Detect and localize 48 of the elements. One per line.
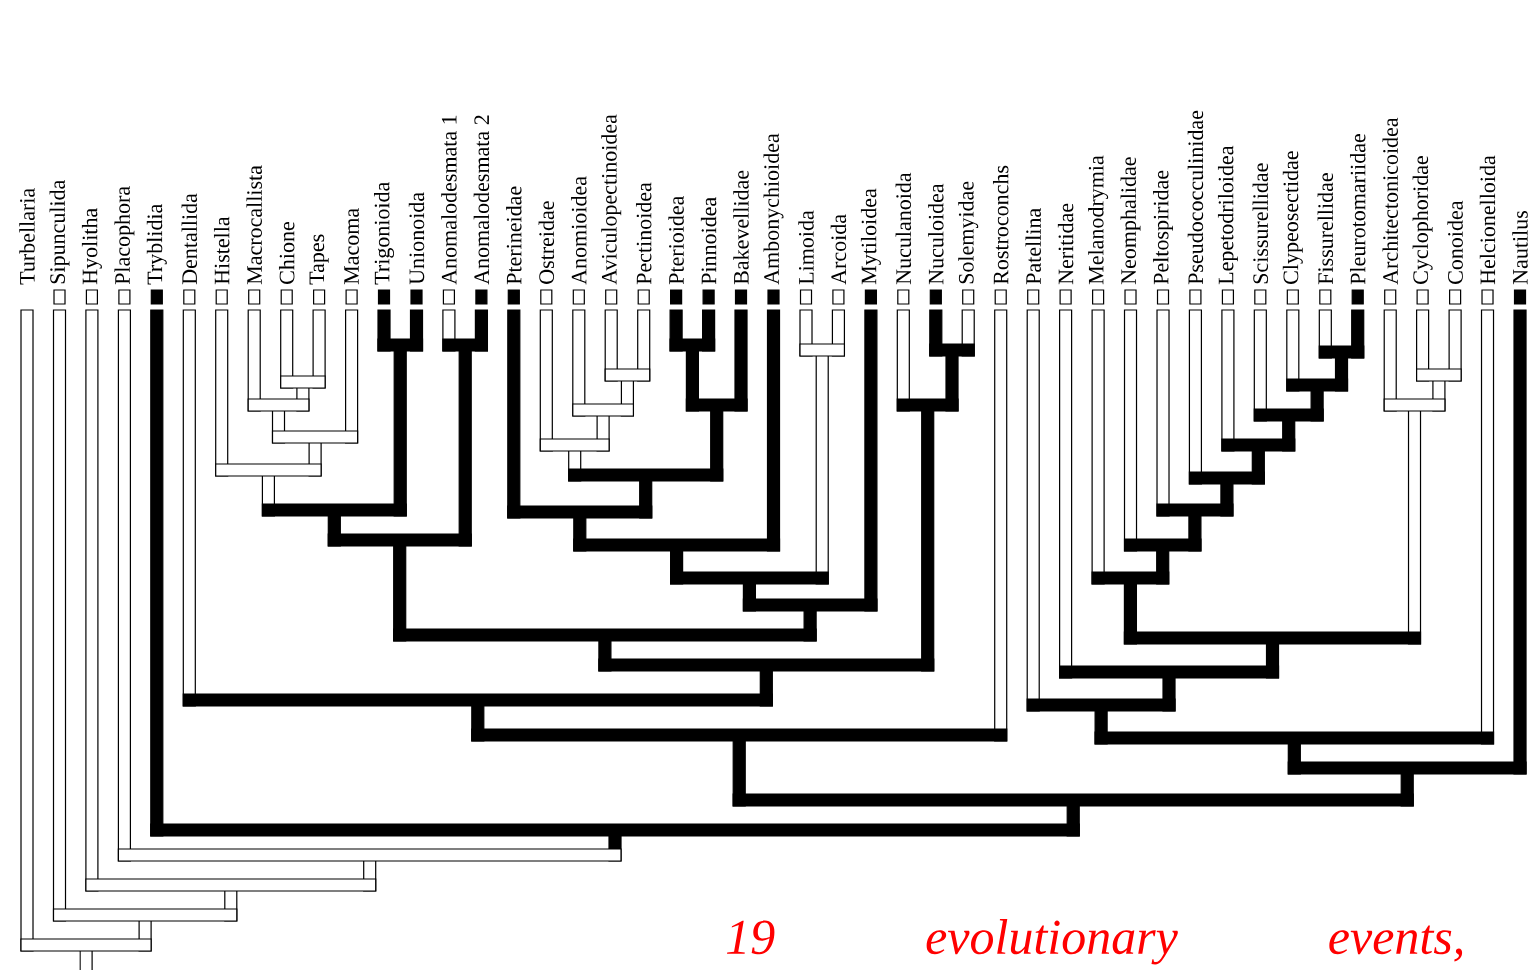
- taxon-label: Macoma: [344, 208, 359, 285]
- taxon-label: Scissurellidae: [1252, 163, 1269, 284]
- taxon-label: Conoidea: [1447, 200, 1463, 284]
- taxon-label: Helcionelloida: [1479, 155, 1496, 285]
- taxon-label: Chione: [278, 222, 295, 284]
- taxon-label: Bakevellidae: [733, 170, 749, 285]
- taxon-label: Tryblidia: [146, 204, 167, 285]
- taxon-label: Ambonychioidea: [763, 133, 784, 285]
- taxon-label: Pseudococculinidae: [1187, 110, 1204, 285]
- taxon-label: Hyolitha: [81, 208, 102, 285]
- taxon-label: Lepetodriloidea: [1217, 145, 1238, 285]
- taxon-label: Neomphalidae: [1120, 157, 1141, 285]
- taxon-label: Neritidae: [1057, 203, 1074, 285]
- taxon-label: Limoida: [798, 210, 814, 285]
- taxon-label: Turbellaria: [19, 188, 35, 285]
- taxon-label: Patellina: [1025, 208, 1041, 285]
- taxon-label: Mytiloidea: [860, 188, 881, 285]
- taxon-label: Peltospiridae: [1153, 170, 1173, 285]
- taxon-label: Unionoida: [408, 192, 425, 285]
- taxon-label: Nuculanoida: [895, 172, 912, 285]
- taxon-label: Rostroconchs: [993, 165, 1009, 285]
- taxon-label: Nuculoidea: [928, 183, 944, 285]
- taxon-label: Nautilus: [1512, 211, 1528, 285]
- note-text: 19 evolutionary events,: [727, 919, 1463, 965]
- taxon-label: Fissurellidae: [1317, 173, 1334, 285]
- taxon-label: Aviculopectinoidea: [601, 114, 622, 285]
- taxon-label: Anomalodesmata 1: [441, 115, 457, 285]
- taxon-label: Pleurotomariidae: [1350, 134, 1366, 285]
- taxon-label: Anomalodesmata 2: [473, 115, 490, 285]
- taxon-label: Melanodrymia: [1088, 155, 1109, 285]
- taxon-label: Cyclophoridae: [1412, 156, 1433, 284]
- taxon-label: Arcoida: [830, 214, 847, 285]
- taxon-label: Dentallida: [181, 193, 198, 285]
- taxon-label: Clypeosectidae: [1282, 151, 1303, 284]
- taxon-label: Pectinoidea: [635, 182, 652, 285]
- taxon-label: Macrocallista: [246, 165, 262, 285]
- taxon-label: Pterioidea: [668, 195, 684, 285]
- taxon-label: Solemyidae: [958, 181, 979, 284]
- taxon-label: Placophora: [114, 186, 135, 285]
- taxon-label: Architectonicoidea: [1382, 117, 1398, 285]
- taxon-label: Pinnoidea: [700, 197, 717, 285]
- taxon-label: Tapes: [309, 234, 329, 285]
- taxon-label: Ostreidae: [538, 201, 555, 284]
- taxon-label: Trigonioida: [374, 182, 394, 285]
- taxon-label: Anomioidea: [571, 176, 587, 285]
- taxon-label: Pterineidae: [506, 186, 522, 285]
- taxon-label: Histella: [213, 216, 230, 285]
- taxon-label: Sipunculida: [49, 179, 70, 284]
